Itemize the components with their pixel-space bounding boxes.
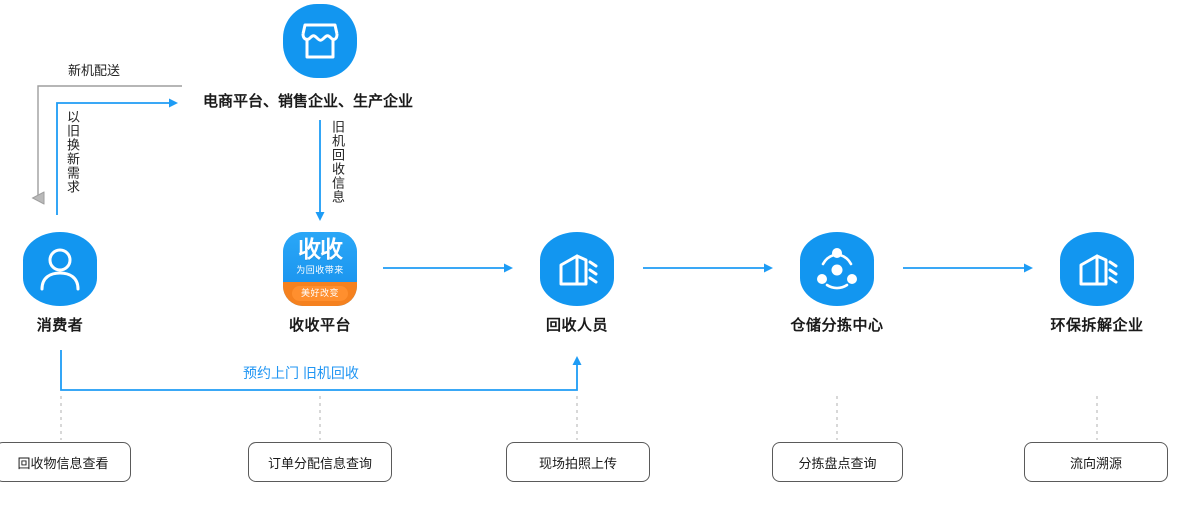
dotted-connectors [60,396,1098,440]
network-icon [800,232,874,306]
shoushou-logo-icon: 收收 为回收带来 美好改变 [283,232,357,306]
query-box-recyclable-info[interactable]: 回收物信息查看 [0,442,131,482]
query-box-sorting-inventory[interactable]: 分拣盘点查询 [772,442,903,482]
logo-tagline: 为回收带来 [296,265,344,275]
node-collector[interactable]: 回收人员 [497,232,657,335]
node-ecommerce-platform[interactable] [283,4,357,78]
logo-wordmark: 收收 [298,236,343,262]
node-consumer[interactable]: 消费者 [0,232,140,335]
edge-new-device-delivery [38,85,182,198]
label-old-device-info: 旧机回收信息 [330,120,345,204]
edge-trade-in-demand [56,98,178,215]
node-label: 环保拆解企业 [1050,317,1144,334]
node-shoushou-platform[interactable]: 收收 为回收带来 美好改变 收收平台 [240,232,400,335]
logo-top [283,232,357,286]
query-box-order-allocation[interactable]: 订单分配信息查询 [248,442,392,482]
building-icon [540,232,614,306]
edge-appointment-recycle [60,350,582,391]
label-trade-in-demand: 以旧换新需求 [65,110,80,194]
query-box-onsite-photo-upload[interactable]: 现场拍照上传 [506,442,650,482]
building-icon [1060,232,1134,306]
label-new-device-delivery: 新机配送 [68,63,121,78]
label-appointment-recycle: 预约上门 旧机回收 [243,365,359,381]
query-box-flow-traceability[interactable]: 流向溯源 [1024,442,1168,482]
node-warehouse[interactable]: 仓储分拣中心 [757,232,917,335]
logo-pill: 美好改变 [292,286,348,301]
node-label: 仓储分拣中心 [790,317,884,334]
person-icon [23,232,97,306]
page-title: 电商平台、销售企业、生产企业 [203,93,414,110]
node-label: 回收人员 [545,317,608,334]
node-label: 收收平台 [288,317,351,334]
shop-icon [283,4,357,78]
node-dismantle[interactable]: 环保拆解企业 [1017,232,1177,335]
node-label: 消费者 [36,317,84,334]
